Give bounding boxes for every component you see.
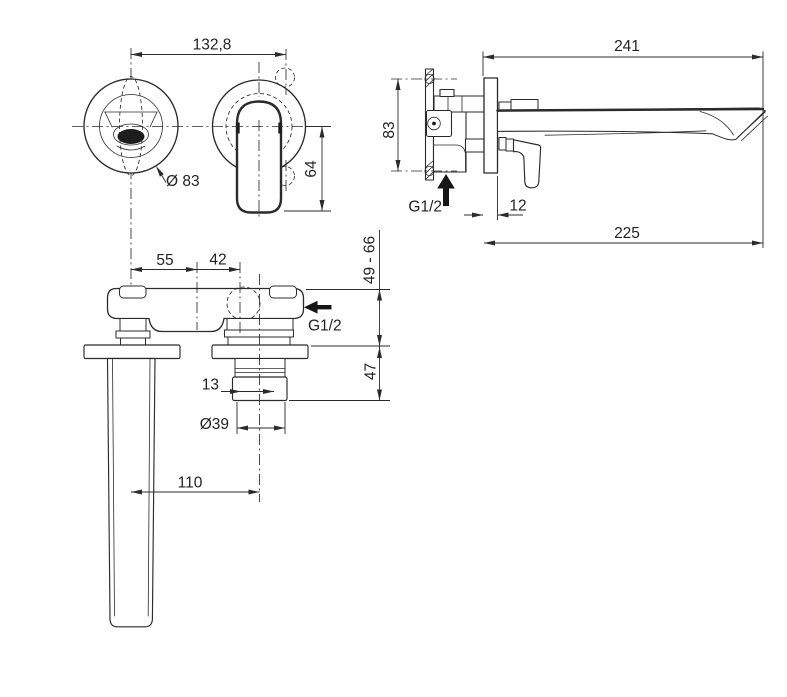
dim-handle-drop: 64 <box>284 126 331 212</box>
rough-in-body-bar <box>106 287 305 333</box>
valve-fitting-leg <box>211 318 309 402</box>
dim-body-height-label: 83 <box>381 121 398 138</box>
spout-leg <box>83 318 181 628</box>
dim-escutcheon-diameter-label: Ø 83 <box>166 173 200 190</box>
dim-plate-thickness: 12 <box>464 176 527 220</box>
side-thread-arrow-left-icon <box>304 300 318 314</box>
dim-fitting-diameter: Ø39 <box>200 402 286 434</box>
dim-wall-depth-range: 49 - 66 <box>306 230 390 347</box>
dim-fixing-depth-label: 47 <box>363 363 380 380</box>
dim-step-width: 13 <box>202 377 274 394</box>
left-port-boss <box>119 285 147 299</box>
spout-escutcheon-inner-ring <box>99 94 163 158</box>
dim-inlet-thread-label: G1/2 <box>408 199 442 216</box>
dim-plate-thickness-label: 12 <box>509 198 526 215</box>
dim-side-thread-label: G1/2 <box>308 318 342 335</box>
dim-step-width-label: 13 <box>202 377 219 394</box>
dim-plan-center-distance: 110 <box>131 475 260 495</box>
plan-view: 55 42 49 - 66 47 G1/2 <box>83 230 390 628</box>
right-port-boss <box>269 285 297 299</box>
dim-center-distance: 132,8 <box>131 37 286 57</box>
dim-total-projection-label: 241 <box>614 38 640 55</box>
dim-wall-depth-range-label: 49 - 66 <box>362 236 379 284</box>
body-screw <box>427 116 441 131</box>
side-view: 241 83 G1/2 12 225 <box>381 38 768 248</box>
handle-lever-side <box>498 137 542 189</box>
spout-escutcheon-edge <box>83 344 181 360</box>
spout-escutcheon-circle <box>83 78 179 174</box>
dim-fixing-depth: 47 <box>289 346 390 401</box>
spout-outlet-front <box>104 111 158 151</box>
dim-port-offset-label: 42 <box>209 252 226 269</box>
fixing-hole-top-dashed <box>275 67 295 88</box>
hidden-waterway-ellipse <box>119 76 143 176</box>
dim-port-offsets: 55 42 <box>131 252 240 272</box>
handle-lever-front <box>235 100 283 214</box>
lever-side-tick-right <box>278 122 282 134</box>
spout-side <box>496 107 768 141</box>
side-thread-callout-plan: G1/2 <box>304 300 342 335</box>
hidden-valve-port-circle <box>226 286 261 321</box>
dim-escutcheon-diameter: Ø 83 <box>156 166 200 190</box>
inlet-arrow-up-icon <box>437 174 455 189</box>
dim-center-distance-label: 132,8 <box>193 37 232 54</box>
dim-spout-projection-label: 225 <box>614 225 640 242</box>
dim-spout-projection: 225 <box>484 225 763 246</box>
handle-escutcheon-edge <box>211 344 309 360</box>
front-view: 132,8 Ø 83 64 <box>72 37 331 220</box>
lever-side-tick-left <box>236 122 240 134</box>
dim-plan-center-distance-label: 110 <box>178 475 203 492</box>
wall-plate-side <box>483 77 499 174</box>
dim-spout-offset-label: 55 <box>156 252 173 269</box>
dim-total-projection: 241 <box>482 38 764 248</box>
dim-handle-drop-label: 64 <box>303 160 320 178</box>
dim-fitting-diameter-label: Ø39 <box>200 416 229 433</box>
spout-tube <box>106 357 156 628</box>
concealed-valve-body <box>425 88 485 173</box>
inlet-thread-callout-side: G1/2 <box>408 174 455 216</box>
dim-body-height: 83 <box>381 79 401 171</box>
